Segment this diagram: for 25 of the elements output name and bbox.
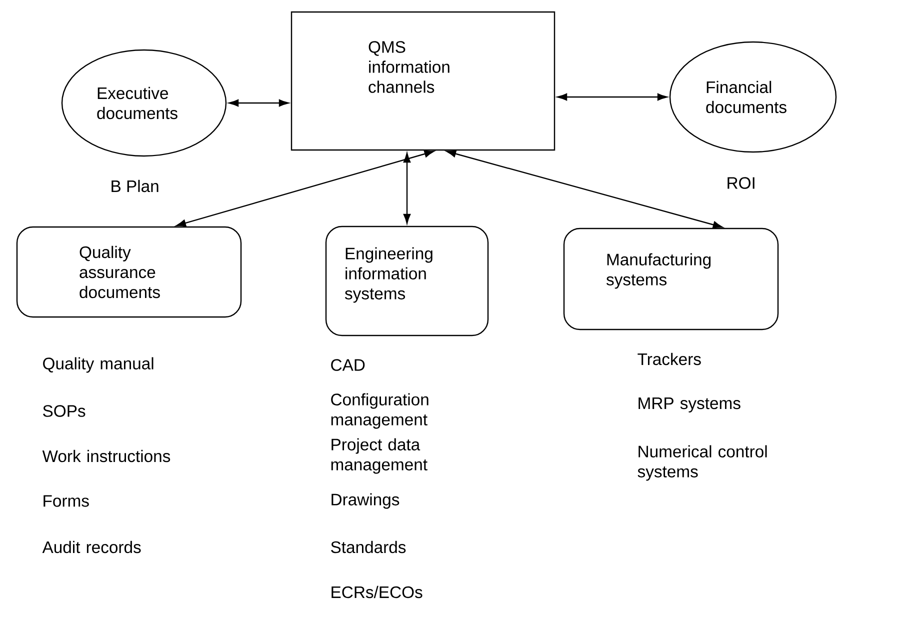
system-box: Engineering information systems xyxy=(325,226,489,336)
system-box: Quality assurance documents xyxy=(16,226,242,318)
list-item: CAD xyxy=(331,359,365,371)
list-item: Drawings xyxy=(332,493,400,509)
system-box: Manufacturing systems xyxy=(563,228,779,330)
list-item: SOPs xyxy=(43,405,86,417)
channel-box: QMS information channels xyxy=(290,11,556,151)
arrow xyxy=(176,150,434,227)
list-item: MRP systems xyxy=(638,398,740,412)
list-item: Trackers xyxy=(638,352,701,366)
list-item: Project data management xyxy=(331,438,428,474)
arrow xyxy=(557,93,668,101)
arrow xyxy=(446,150,723,228)
arrow xyxy=(403,152,411,224)
list-item: Forms xyxy=(44,495,89,507)
list-item: Standards xyxy=(331,540,406,554)
list-item: ECRs/ECOs xyxy=(332,586,422,598)
list-item: Configuration management xyxy=(331,393,428,429)
list-item: Quality manual xyxy=(43,357,154,373)
list-item: Audit records xyxy=(42,540,141,554)
arrow xyxy=(228,99,289,107)
node-caption: ROI xyxy=(728,177,754,189)
node-caption: B Plan xyxy=(112,180,158,192)
list-item: Numerical control systems xyxy=(638,445,767,481)
list-item: Work instructions xyxy=(42,450,170,462)
